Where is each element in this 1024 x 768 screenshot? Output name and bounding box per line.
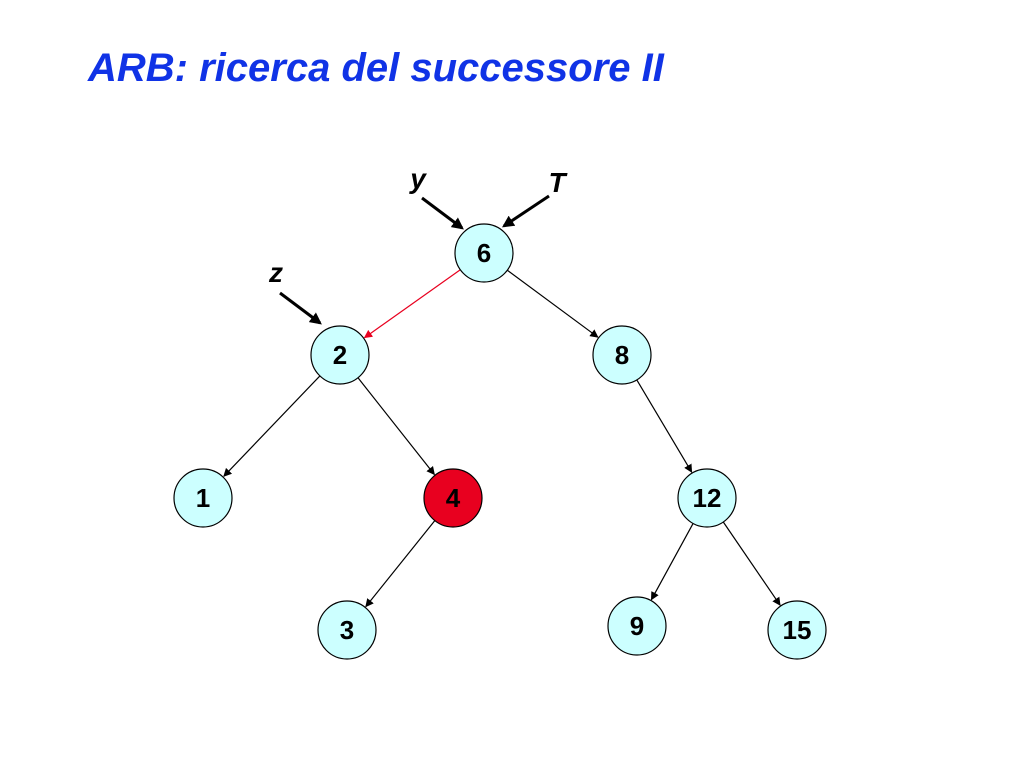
tree-node-2: 2 — [310, 325, 370, 385]
tree-node-3: 3 — [317, 600, 377, 660]
tree-node-label-15: 15 — [783, 615, 812, 645]
tree-node-label-2: 2 — [333, 340, 347, 370]
tree-node-6: 6 — [454, 223, 514, 283]
tree-node-circle-9 — [607, 596, 667, 656]
tree-node-circle-12 — [677, 468, 737, 528]
tree-node-label-4: 4 — [446, 483, 461, 513]
tree-node-9: 9 — [607, 596, 667, 656]
tree-node-circle-3 — [317, 600, 377, 660]
tree-node-4: 4 — [423, 468, 483, 528]
tree-node-circle-15 — [767, 600, 827, 660]
slide-title: ARB: ricerca del successore II — [88, 46, 664, 90]
tree-edge-2-4 — [357, 377, 435, 476]
tree-node-12: 12 — [677, 468, 737, 528]
tree-edge-6-8 — [506, 269, 599, 338]
pointer-label-t: T — [548, 167, 568, 198]
tree-node-1: 1 — [173, 468, 233, 528]
tree-pointers: y Tz — [268, 163, 568, 325]
tree-node-label-3: 3 — [340, 615, 354, 645]
tree-node-label-1: 1 — [196, 483, 210, 513]
tree-node-circle-1 — [173, 468, 233, 528]
tree-node-circle-6 — [454, 223, 514, 283]
tree-edge-6-2 — [363, 269, 461, 339]
tree-edge-12-15 — [722, 521, 781, 606]
pointer-arrow-y — [421, 196, 464, 230]
tree-edges — [223, 269, 781, 608]
tree-node-8: 8 — [592, 325, 652, 385]
tree-node-label-8: 8 — [615, 340, 629, 370]
tree-node-circle-8 — [592, 325, 652, 385]
tree-edge-4-3 — [365, 520, 436, 608]
pointer-label-z: z — [268, 257, 283, 288]
tree-node-circle-4 — [423, 468, 483, 528]
pointer-label-y: y — [408, 163, 427, 194]
pointer-arrow-t — [502, 194, 550, 228]
tree-node-label-9: 9 — [630, 611, 644, 641]
tree-edge-2-1 — [223, 375, 321, 477]
tree-edge-8-12 — [636, 379, 693, 473]
tree-node-circle-2 — [310, 325, 370, 385]
tree-node-15: 15 — [767, 600, 827, 660]
tree-node-label-12: 12 — [693, 483, 722, 513]
tree-node-label-6: 6 — [477, 238, 491, 268]
pointer-arrow-z — [279, 291, 322, 325]
tree-edge-12-9 — [650, 523, 694, 601]
